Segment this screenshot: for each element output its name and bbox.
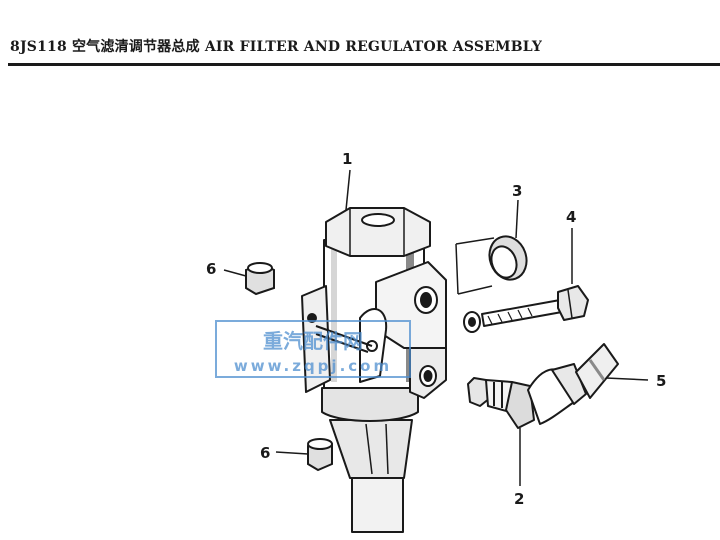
header-rule <box>8 63 720 66</box>
leader-lines <box>223 169 649 486</box>
mounting-bracket <box>301 285 388 393</box>
watermark-url: www.zqpj.com <box>234 357 392 375</box>
callout-6-bottom: 6 <box>260 444 270 462</box>
part-6-plug-top <box>245 262 275 296</box>
part-4-bolt <box>463 285 589 333</box>
part-2-elbow-fitting <box>467 363 587 429</box>
callout-5: 5 <box>656 372 666 390</box>
page-title: 8JS118 空气滤清调节器总成 AIR FILTER AND REGULATO… <box>10 39 543 55</box>
part-3-seal-ring <box>455 235 528 295</box>
callout-6-top: 6 <box>206 260 216 278</box>
part-6-plug-bottom <box>307 438 333 472</box>
watermark-title: 重汽配件网 <box>263 329 363 353</box>
callout-1: 1 <box>342 150 352 168</box>
callout-4: 4 <box>566 208 576 226</box>
part-5-hose <box>575 343 619 399</box>
callout-2: 2 <box>514 490 524 508</box>
callout-3: 3 <box>512 182 522 200</box>
watermark: 重汽配件网 www.zqpj.com <box>215 320 411 378</box>
regulator-block <box>375 261 447 399</box>
